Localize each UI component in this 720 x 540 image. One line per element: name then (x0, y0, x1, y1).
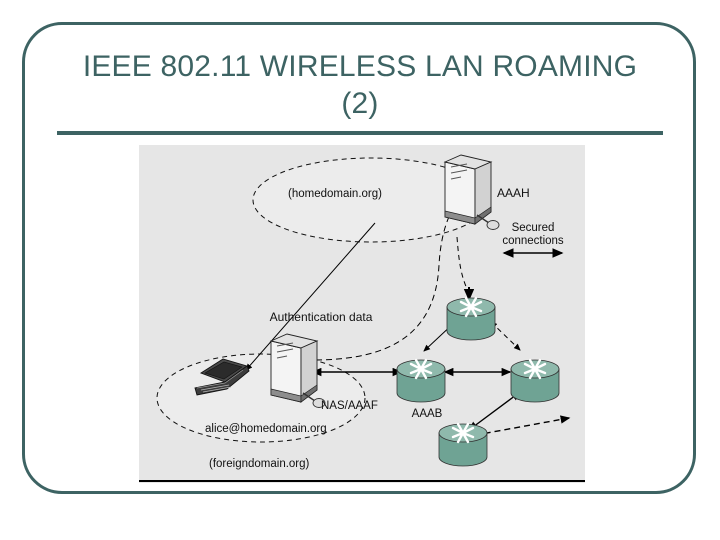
nas-aaaf-label: NAS/AAAF (321, 400, 378, 412)
title-divider-rule (57, 131, 663, 135)
alice-laptop-icon[interactable] (194, 358, 250, 396)
secured-connections-label-line1: Secured (512, 222, 555, 234)
router-aaab[interactable] (438, 422, 488, 467)
aaah-server-icon[interactable] (443, 154, 500, 230)
slide-rounded-border (22, 22, 696, 494)
authentication-data-label: Authentication data (270, 310, 373, 324)
aaa-roaming-network-diagram: (homedomain.org) AAAH Secured connection… (139, 145, 585, 483)
aaah-label: AAAH (497, 186, 530, 200)
page-title: IEEE 802.11 WIRELESS LAN ROAMING (2) (58, 48, 662, 122)
secured-connections-label-line2: connections (502, 235, 564, 247)
home-domain-label: (homedomain.org) (288, 188, 382, 200)
foreign-domain-label: (foreigndomain.org) (209, 458, 310, 470)
page-title-text: IEEE 802.11 WIRELESS LAN ROAMING (2) (82, 50, 638, 120)
nas-aaaf-server-icon[interactable] (269, 333, 326, 408)
edge-aaah-to-alice (245, 222, 376, 371)
aaab-label: AAAB (412, 408, 443, 420)
edge-aaab-external (463, 415, 571, 440)
router-left[interactable] (396, 358, 446, 403)
router-top[interactable] (446, 296, 496, 341)
edge-routertop-routerright (490, 321, 521, 351)
diagram-canvas: (homedomain.org) AAAH Secured connection… (139, 154, 585, 482)
edge-nas-to-aaah (305, 206, 454, 361)
edge-cloud-routertop (456, 236, 470, 294)
edge-aaab-routerright (467, 391, 522, 431)
alice-label: alice@homedomain.org (205, 423, 327, 435)
router-right[interactable] (510, 358, 560, 403)
